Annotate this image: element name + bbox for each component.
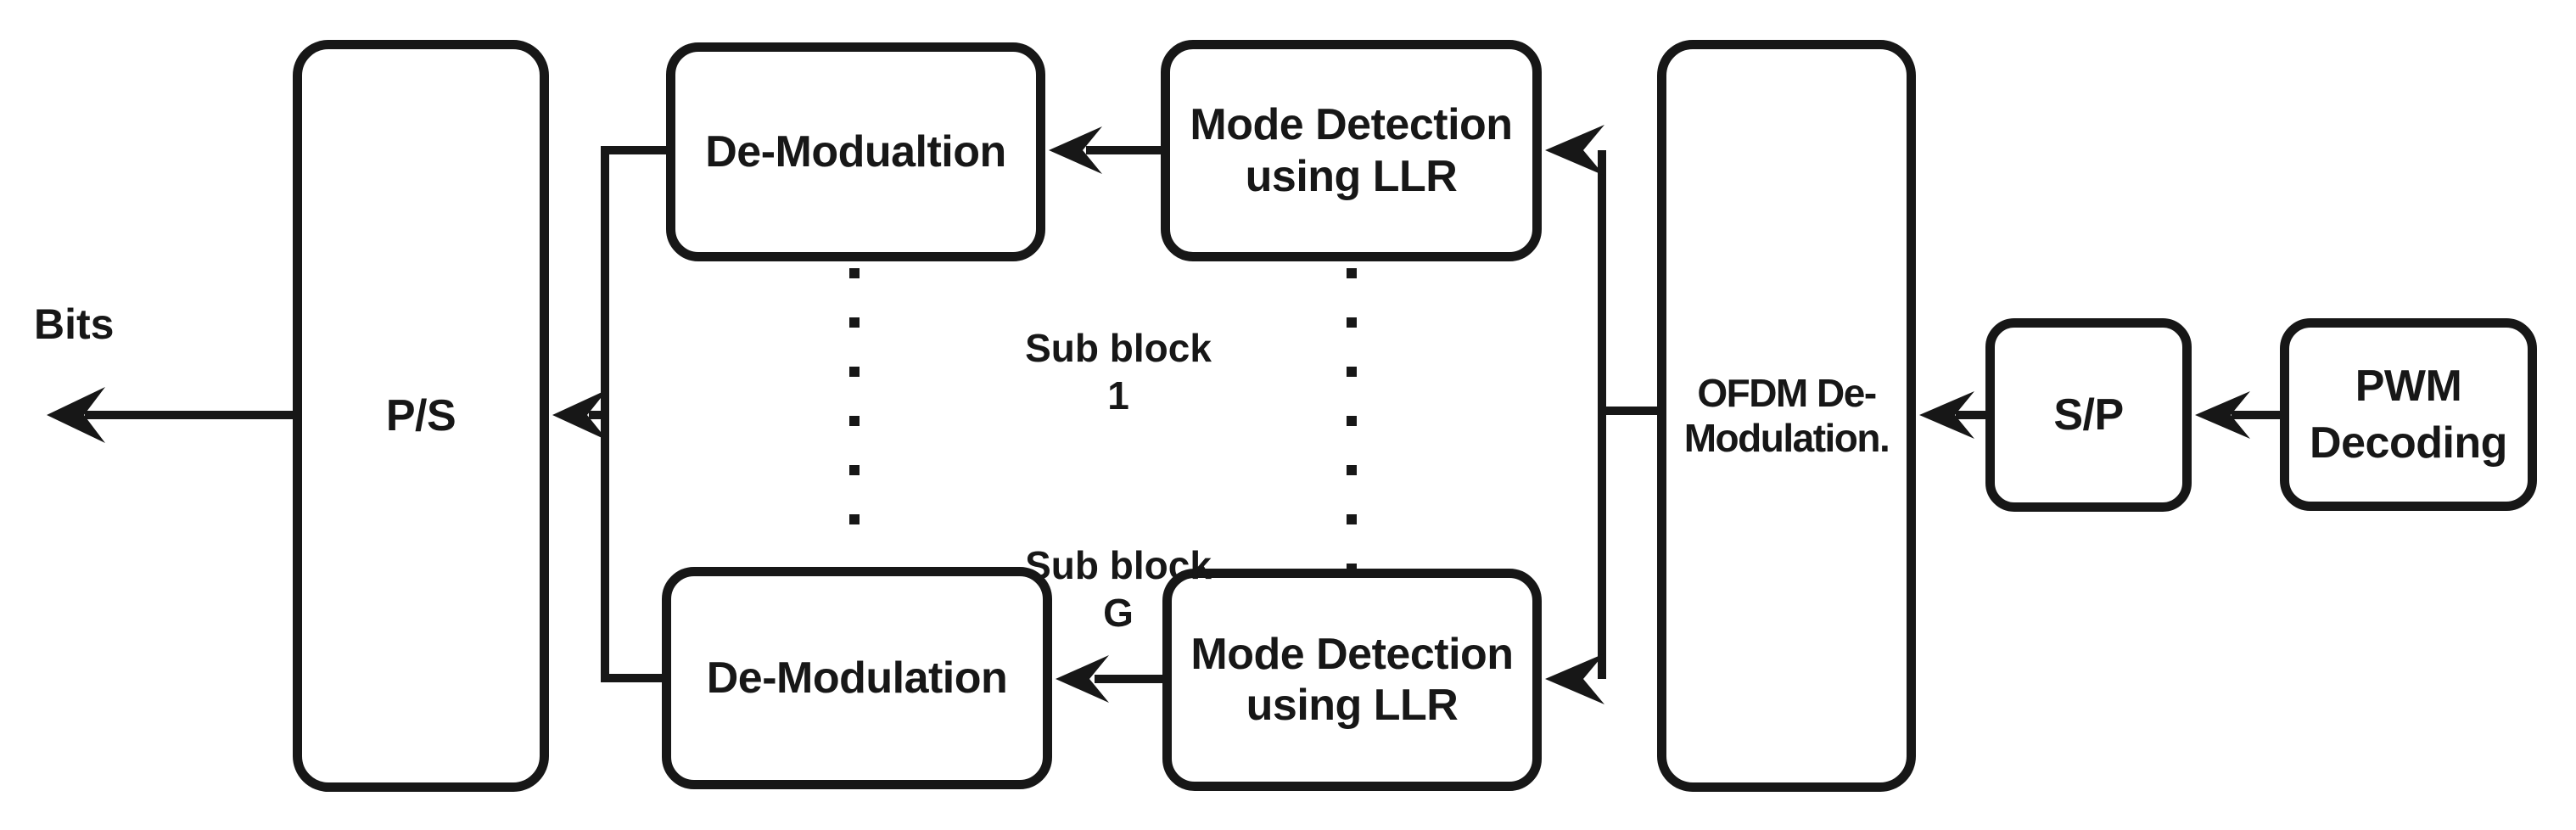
bits-arrowhead [47,387,105,443]
block-label-line2: using LLR [1245,151,1458,201]
block-demodulation-bottom: De-Modulation [662,567,1052,789]
sp-arrowhead [2195,391,2250,439]
block-label-line1: OFDM De- [1697,370,1877,415]
sub-block-g-line2: G [1103,591,1134,635]
block-label-line2: Decoding [2310,418,2507,468]
block-serial-to-parallel: S/P [1985,318,2192,512]
sub-block-g-label: Sub block G [1025,494,1212,637]
demod-bottom-arrowhead [1056,655,1109,703]
block-demodulation-top: De-Modualtion [666,42,1045,261]
block-label-line2: using LLR [1246,681,1459,730]
md-bottom-arrowhead [1545,653,1604,704]
block-mode-detection-top: Mode Detection using LLR [1161,40,1542,261]
ps-arrowhead [552,390,608,440]
block-label: S/P [2053,390,2124,440]
sub-block-g-line1: Sub block [1025,543,1212,587]
sub-block-1-line2: 1 [1107,373,1129,418]
sub-block-1-label: Sub block 1 [1025,277,1212,419]
block-label: De-Modualtion [705,126,1006,177]
block-label-line2: Modulation. [1683,416,1890,460]
ofdm-arrowhead [1919,391,1974,439]
bits-label: Bits [34,300,115,348]
block-label: De-Modulation [706,653,1008,703]
sub-block-1-line1: Sub block [1025,326,1212,370]
md-top-arrowhead [1545,125,1604,176]
block-label-line1: PWM [2355,361,2462,411]
block-label-line1: Mode Detection [1190,629,1514,679]
block-label: P/S [385,390,456,440]
block-parallel-to-serial: P/S [293,40,549,792]
demod-top-arrowhead [1049,126,1102,174]
block-label-line1: Mode Detection [1190,100,1513,150]
demod-to-ps-elbow [601,146,666,682]
block-ofdm-demodulation: OFDM De- Modulation. [1657,40,1916,792]
block-pwm-decoding: PWM Decoding [2280,318,2537,511]
block-mode-detection-bottom: Mode Detection using LLR [1162,569,1542,791]
